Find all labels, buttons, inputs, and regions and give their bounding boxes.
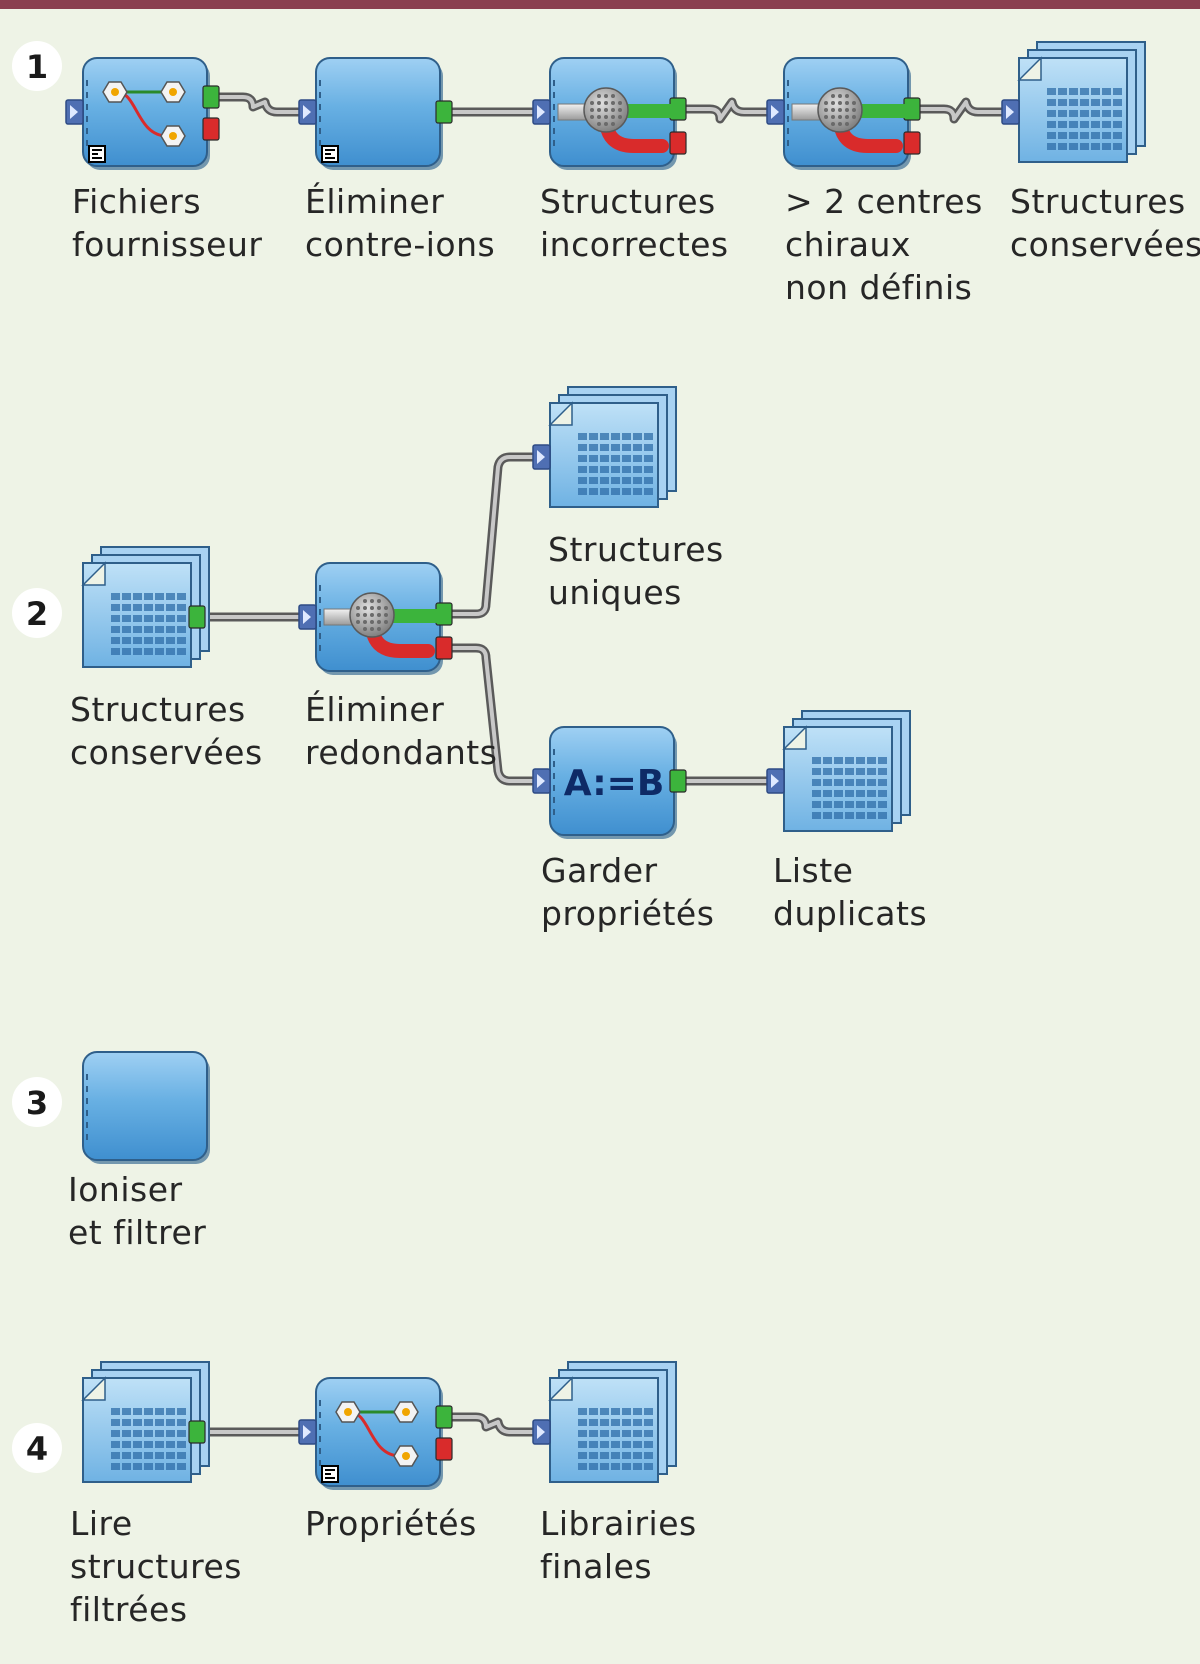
assign-glyph: A:=B — [564, 763, 665, 804]
connector-line — [452, 646, 533, 783]
node-label: Garder propriétés — [541, 851, 715, 933]
metanode-icon[interactable] — [65, 57, 220, 170]
node-label: Éliminer contre-ions — [305, 182, 496, 264]
splitter-node-icon[interactable] — [766, 57, 921, 170]
connector-line — [452, 1415, 533, 1434]
step-number: 4 — [26, 1430, 48, 1468]
step-number: 1 — [26, 48, 48, 86]
node-label: Propriétés — [305, 1504, 477, 1543]
node-label: > 2 centres chiraux non définis — [785, 182, 983, 307]
step-number: 2 — [26, 595, 48, 633]
blank-node-icon[interactable] — [82, 1051, 210, 1164]
node-label: Structures conservées — [70, 690, 263, 772]
node-label: Structures conservées — [1010, 182, 1200, 264]
node-label: Éliminer redondants — [305, 690, 498, 772]
node-label: Librairies finales — [540, 1504, 697, 1586]
table-stack-icon[interactable] — [81, 1361, 210, 1483]
step-badge: 4 — [12, 1423, 62, 1473]
connector-line — [686, 100, 767, 121]
node-label: Fichiers fournisseur — [72, 182, 263, 264]
table-stack-icon[interactable] — [766, 710, 911, 832]
blank-node-icon[interactable] — [298, 57, 453, 170]
node-label: Structures incorrectes — [540, 182, 729, 264]
splitter-node-icon[interactable] — [298, 562, 453, 675]
top-border-bar — [0, 0, 1200, 9]
splitter-node-icon[interactable] — [532, 57, 687, 170]
connector-line — [452, 455, 533, 616]
table-stack-icon[interactable] — [1001, 41, 1146, 163]
metanode-icon[interactable] — [298, 1377, 453, 1490]
step-badge: 3 — [12, 1077, 62, 1127]
table-stack-icon[interactable] — [81, 546, 210, 668]
connector-line — [219, 95, 299, 114]
step-number: 3 — [26, 1084, 48, 1122]
table-stack-icon[interactable] — [532, 1361, 677, 1483]
connector-line — [920, 100, 1002, 121]
node-label: Structures uniques — [548, 530, 724, 612]
node-label: Liste duplicats — [773, 851, 928, 933]
node-label: Ioniser et filtrer — [68, 1170, 207, 1252]
step-badge: 2 — [12, 588, 62, 638]
node-label: Lire structures filtrées — [70, 1504, 242, 1629]
assign-node-icon[interactable]: A:=B — [532, 726, 687, 839]
table-stack-icon[interactable] — [532, 386, 677, 508]
step-badge: 1 — [12, 41, 62, 91]
